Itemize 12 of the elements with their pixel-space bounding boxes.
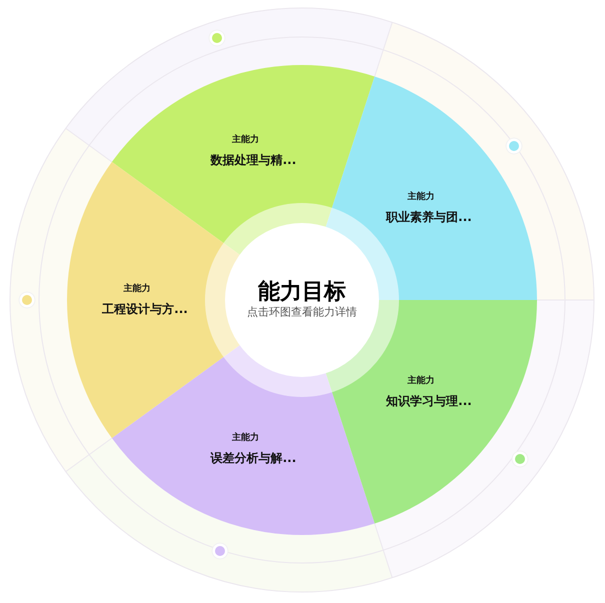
segment-label: 工程设计与方... bbox=[102, 303, 188, 317]
segment-label: 误差分析与解... bbox=[210, 452, 296, 466]
segment-category: 主能力 bbox=[408, 192, 435, 202]
segment-category: 主能力 bbox=[232, 134, 259, 145]
segment-label: 知识学习与理... bbox=[386, 395, 472, 410]
segment-label: 数据处理与精... bbox=[210, 154, 296, 168]
center-title: 能力目标 bbox=[258, 279, 346, 305]
segment-category: 主能力 bbox=[408, 376, 435, 386]
segment-category: 主能力 bbox=[124, 284, 150, 294]
center-hint: 点击环图查看能力详情 bbox=[247, 306, 357, 319]
segment-label: 职业素养与团... bbox=[386, 210, 472, 225]
segment-category: 主能力 bbox=[232, 433, 259, 444]
